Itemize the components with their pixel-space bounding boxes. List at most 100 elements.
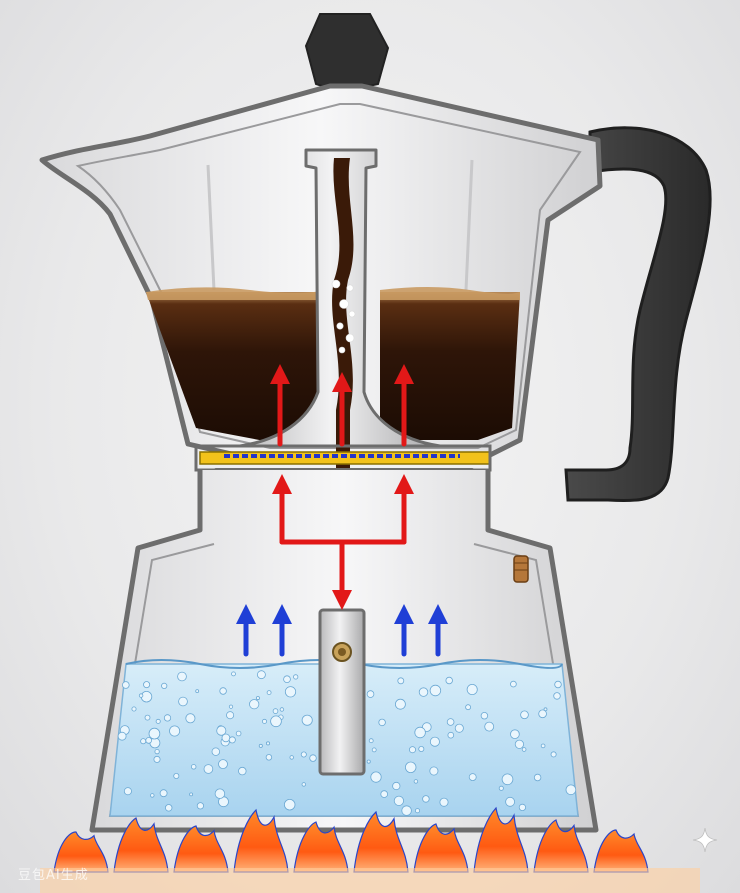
water-bubble (401, 805, 412, 816)
water-bubble (284, 799, 296, 811)
water-bubble (163, 714, 172, 722)
water-bubble (265, 754, 273, 761)
water-bubble (405, 761, 417, 774)
sparkle-icon (692, 827, 718, 853)
water-bubble (414, 808, 420, 814)
water-bubble (256, 670, 266, 680)
water-bubble (553, 692, 561, 700)
stove-flames (40, 806, 700, 893)
spout-bubbles (331, 279, 356, 354)
water-bubble (218, 759, 228, 769)
water-bubble (178, 696, 188, 707)
water-bubble (284, 686, 297, 698)
water-bubble (177, 671, 187, 682)
pot-handle[interactable] (564, 126, 712, 503)
brewed-coffee-right (380, 292, 520, 440)
water-bubble (413, 779, 419, 784)
water-bubble (231, 671, 236, 677)
water-bubble (255, 696, 260, 701)
water-bubble (196, 802, 204, 810)
water-bubble (169, 725, 181, 737)
water-bubble (393, 795, 404, 806)
lid-knob (304, 13, 390, 94)
water-bubble (466, 684, 478, 696)
water-bubble (439, 797, 449, 807)
water-bubble (155, 718, 161, 724)
water-bubble (366, 690, 375, 698)
water-bubble (371, 747, 377, 753)
water-bubble (480, 712, 489, 720)
water-bubble (422, 795, 430, 803)
water-bubble (265, 741, 270, 746)
water-bubble (366, 759, 371, 764)
water-bubble (397, 677, 405, 685)
water-bubble (378, 718, 386, 727)
water-bubble (418, 746, 425, 753)
chamber-highlight-left (206, 164, 216, 291)
water-bubble (154, 748, 160, 755)
water-bubble (195, 689, 200, 693)
water-bubble (309, 754, 317, 762)
water-bubble (173, 773, 180, 780)
safety-valve-icon (513, 555, 529, 583)
water-bubble (301, 714, 313, 726)
water-bubble (270, 715, 282, 728)
water-bubble (145, 737, 153, 744)
water-bubble (550, 751, 557, 758)
water-bubble (429, 766, 439, 776)
upper-chamber-inner (75, 103, 582, 449)
water-bubble (144, 714, 151, 721)
water-bubble (520, 710, 529, 720)
water-bubble (219, 687, 227, 695)
flame-base-glow (40, 868, 700, 893)
water-bubble (394, 698, 406, 710)
water-bubble (238, 766, 247, 776)
coffee-crema (146, 287, 520, 300)
water-bubble (565, 784, 577, 796)
water-bubble (123, 787, 132, 796)
chamber-highlight-right (464, 159, 474, 291)
water-bubble (138, 693, 144, 698)
flame (53, 831, 109, 873)
water-bubble (153, 755, 161, 763)
water-bubble (468, 773, 477, 781)
water-bubble (445, 676, 453, 685)
steam-arrows (236, 604, 448, 657)
water-bubble (293, 674, 299, 680)
water-bubbles (117, 670, 577, 816)
flame (593, 829, 649, 873)
water-bubble (521, 747, 527, 752)
water-bubble (505, 796, 516, 807)
water-bubble (226, 711, 235, 720)
water-bubble (484, 721, 495, 732)
water-bubble (161, 682, 168, 690)
water-bubble (368, 738, 374, 744)
water-bubble (518, 803, 527, 812)
water-bubble (279, 707, 285, 712)
water-bubble (283, 675, 291, 683)
flame (413, 823, 469, 873)
water-bubble (301, 782, 306, 787)
water-bubble (216, 725, 227, 736)
water-bubble (447, 731, 455, 739)
spout-coffee-channel (332, 158, 354, 505)
water-bubble (122, 681, 130, 689)
water-bubble (249, 699, 260, 710)
water-bubble (228, 736, 236, 744)
flame (473, 806, 529, 873)
water-bubble (429, 736, 440, 747)
water-bubble (266, 690, 272, 695)
water-bubble (143, 681, 151, 689)
water-bubble (164, 804, 173, 812)
water-bubble (117, 731, 127, 741)
water-bubble (510, 680, 517, 688)
water-bubble (446, 718, 455, 726)
water-bubble (289, 755, 294, 760)
water-bubble (131, 706, 137, 712)
water-bubble (203, 764, 214, 774)
water-bubble (418, 687, 429, 697)
flame (353, 810, 409, 873)
water-bubble (159, 789, 168, 798)
water-bubble (380, 790, 389, 798)
